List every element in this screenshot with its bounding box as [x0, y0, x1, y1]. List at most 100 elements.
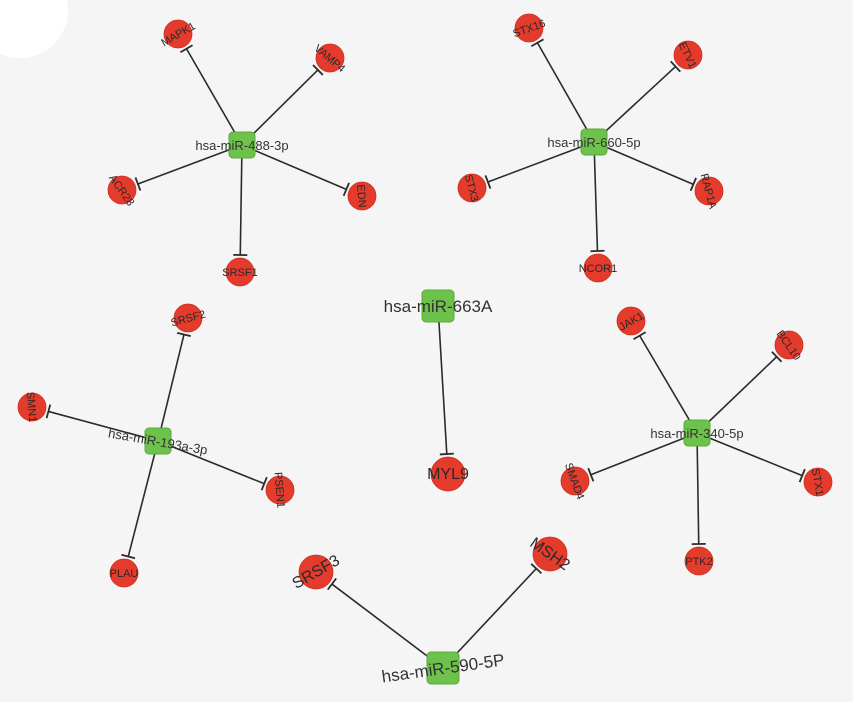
mirna-node-hsa-mir-660-5p[interactable]: hsa-miR-660-5p: [547, 128, 641, 156]
target-label: PLAU: [110, 568, 139, 580]
target-node-rap1a[interactable]: RAP1A: [694, 172, 724, 211]
target-label: SMN1: [24, 391, 39, 422]
target-node-circle: [583, 253, 613, 283]
target-node-circle: [225, 257, 255, 287]
edge-hsa-mir-488-3p-acr28: [137, 144, 243, 185]
inhibition-bar: [134, 177, 142, 191]
mirna-node-hsa-mir-488-3p[interactable]: hsa-miR-488-3p: [195, 131, 289, 159]
mirna-node-hsa-mir-590-5p[interactable]: hsa-miR-590-5P: [380, 650, 505, 686]
edge-hsa-mir-663a-myl9: [437, 305, 448, 455]
target-label: STX1: [809, 468, 826, 497]
inhibition-bar: [689, 177, 697, 192]
edge-hsa-mir-193a-3p-plau: [127, 440, 159, 557]
target-node-circle: [673, 40, 703, 70]
edge-hsa-mir-340-5p-ptk2: [696, 432, 700, 545]
target-node-smn1[interactable]: SMN1: [17, 391, 47, 423]
edge-hsa-mir-660-5p-stx3: [487, 141, 595, 183]
target-node-smad4[interactable]: SMAD4: [560, 461, 590, 501]
target-node-acr28[interactable]: ACR28: [106, 173, 137, 209]
edge-hsa-mir-488-3p-mapk1: [185, 48, 243, 146]
mirna-node-box: [426, 651, 460, 685]
target-node-jak1[interactable]: JAK1: [616, 306, 646, 336]
mirna-node-hsa-mir-193a-3p[interactable]: hsa-miR-193a-3p: [107, 425, 209, 457]
target-node-circle: [163, 19, 193, 49]
mirna-label: hsa-miR-663A: [384, 297, 493, 316]
inhibition-bar: [633, 331, 647, 340]
target-node-circle: [430, 456, 466, 492]
target-node-ncor1[interactable]: NCOR1: [579, 253, 618, 283]
target-node-circle: [265, 475, 295, 505]
target-node-srsf2[interactable]: SRSF2: [170, 303, 207, 333]
inhibition-bar: [530, 563, 543, 575]
inhibition-bar: [179, 44, 194, 54]
mirna-node-box: [144, 427, 172, 455]
target-node-circle: [107, 175, 137, 205]
target-node-circle: [347, 181, 377, 211]
target-node-edn[interactable]: EDN: [347, 181, 377, 211]
target-node-circle: [298, 554, 334, 590]
edge-hsa-mir-590-5p-srsf3: [331, 583, 444, 669]
target-node-stx16[interactable]: STX16: [511, 13, 547, 43]
edge-hsa-mir-590-5p-msh2: [442, 568, 537, 669]
edge-hsa-mir-193a-3p-srsf2: [157, 334, 185, 442]
edge-hsa-mir-660-5p-stx16: [536, 42, 595, 143]
target-node-circle: [315, 43, 345, 73]
target-label: NCOR1: [579, 263, 618, 275]
mirna-node-box: [580, 128, 608, 156]
target-node-msh2[interactable]: MSH2: [527, 535, 573, 574]
edge-hsa-mir-340-5p-jak1: [638, 335, 698, 434]
target-label: MYL9: [427, 466, 469, 483]
inhibition-bar: [484, 175, 492, 189]
target-node-stx1[interactable]: STX1: [803, 467, 833, 497]
inhibition-bar: [798, 468, 806, 483]
edge-hsa-mir-340-5p-stx1: [696, 432, 803, 477]
target-node-circle: [684, 546, 714, 576]
mirna-label: hsa-miR-488-3p: [195, 138, 288, 153]
mirna-label: hsa-miR-340-5p: [650, 426, 743, 441]
edge-hsa-mir-193a-3p-smn1: [48, 410, 159, 442]
target-node-circle: [173, 303, 203, 333]
inhibition-bar: [176, 331, 191, 338]
inhibition-bar: [342, 182, 350, 197]
target-node-circle: [803, 467, 833, 497]
mirna-node-box: [421, 289, 455, 323]
edge-hsa-mir-340-5p-bcl10: [696, 356, 778, 434]
inhibition-bar: [312, 64, 324, 76]
inhibition-bar: [121, 553, 136, 560]
mirna-node-box: [228, 131, 256, 159]
edge-hsa-mir-488-3p-edn: [241, 144, 347, 191]
inhibition-bar: [439, 452, 454, 456]
target-label: PTK2: [685, 556, 713, 568]
target-node-circle: [616, 306, 646, 336]
target-label: EDN: [354, 184, 368, 208]
target-node-plau[interactable]: PLAU: [109, 558, 139, 588]
target-node-etv1[interactable]: ETV1: [673, 40, 703, 70]
target-node-psen1[interactable]: PSEN1: [265, 472, 295, 509]
target-node-circle: [560, 466, 590, 496]
target-label: SRSF1: [222, 267, 257, 279]
mirna-node-hsa-mir-340-5p[interactable]: hsa-miR-340-5p: [650, 419, 744, 447]
edge-hsa-mir-340-5p-smad4: [590, 432, 698, 476]
target-node-ptk2[interactable]: PTK2: [684, 546, 714, 576]
target-node-circle: [532, 536, 568, 572]
inhibition-bar: [587, 467, 595, 482]
target-node-circle: [457, 173, 487, 203]
inhibition-bar: [670, 60, 681, 73]
target-node-circle: [694, 176, 724, 206]
edges-layer: [45, 38, 806, 669]
inhibition-bar: [327, 577, 337, 591]
mirna-node-hsa-mir-663a[interactable]: hsa-miR-663A: [384, 289, 493, 323]
target-node-srsf1[interactable]: SRSF1: [222, 257, 258, 287]
target-node-myl9[interactable]: MYL9: [427, 456, 469, 492]
target-node-stx3[interactable]: STX3: [457, 173, 487, 203]
inhibition-bar: [530, 38, 544, 48]
edge-hsa-mir-193a-3p-psen1: [157, 440, 265, 485]
mirna-label: hsa-miR-660-5p: [547, 135, 640, 150]
corner-blob: [0, 0, 68, 58]
target-label: PSEN1: [271, 472, 286, 509]
edge-hsa-mir-488-3p-vamp4: [241, 69, 319, 146]
edge-hsa-mir-660-5p-etv1: [593, 65, 677, 143]
inhibition-bar: [45, 404, 52, 419]
